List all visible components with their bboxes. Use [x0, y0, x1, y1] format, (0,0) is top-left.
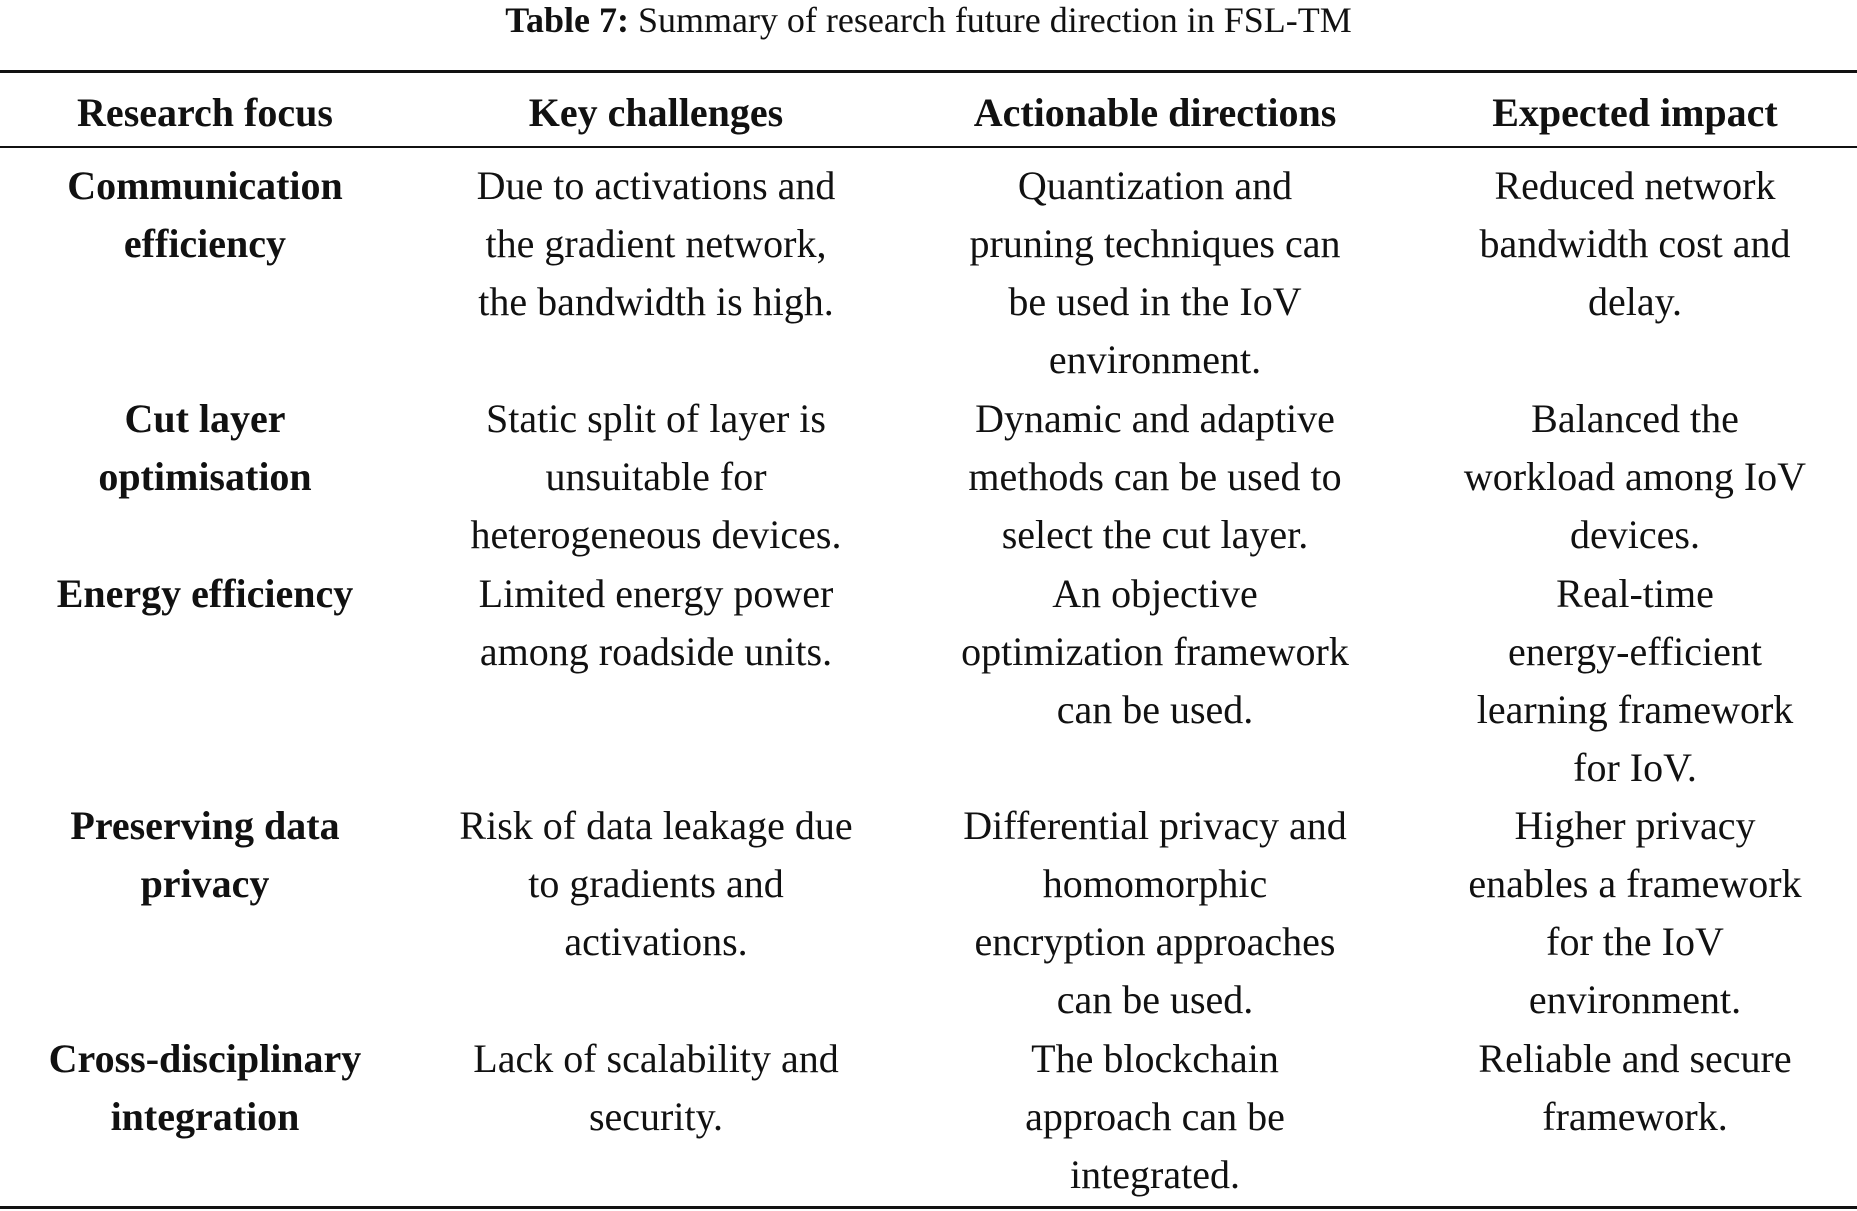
- cell-line: encryption approaches: [974, 919, 1336, 964]
- cell-line: security.: [588, 1094, 724, 1139]
- cell-line: delay.: [1587, 279, 1683, 324]
- cell-line: Higher privacy: [1514, 803, 1756, 848]
- cell-line: efficiency: [123, 221, 287, 266]
- cell-expected-impact: Reduced network bandwidth cost and delay…: [1425, 157, 1845, 331]
- cell-actionable-directions: An objective optimization framework can …: [920, 565, 1390, 739]
- cell-line: for the IoV: [1546, 919, 1724, 964]
- cell-line: privacy: [140, 861, 270, 906]
- table-bottom-rule: [0, 1206, 1857, 1209]
- cell-line: be used in the IoV: [1008, 279, 1302, 324]
- cell-line: pruning techniques can: [969, 221, 1341, 266]
- cell-line: Preserving data: [70, 803, 340, 848]
- cell-expected-impact: Real-time energy-efficient learning fram…: [1425, 565, 1845, 797]
- table-caption-text: Summary of research future direction in …: [637, 0, 1352, 40]
- cell-line: activations.: [564, 919, 748, 964]
- cell-key-challenges: Static split of layer is unsuitable for …: [435, 390, 877, 564]
- cell-line: Risk of data leakage due: [459, 803, 853, 848]
- cell-line: integration: [110, 1094, 300, 1139]
- table-top-rule: [0, 70, 1857, 73]
- cell-actionable-directions: Dynamic and adaptive methods can be used…: [920, 390, 1390, 564]
- cell-line: devices.: [1570, 512, 1700, 557]
- cell-line: to gradients and: [528, 861, 784, 906]
- cell-line: for IoV.: [1573, 745, 1697, 790]
- cell-line: select the cut layer.: [1001, 512, 1309, 557]
- cell-line: integrated.: [1070, 1152, 1240, 1197]
- cell-expected-impact: Balanced the workload among IoV devices.: [1425, 390, 1845, 564]
- cell-line: energy-efficient: [1508, 629, 1762, 674]
- cell-research-focus: Preserving data privacy: [10, 797, 400, 913]
- cell-expected-impact: Higher privacy enables a framework for t…: [1425, 797, 1845, 1029]
- cell-key-challenges: Due to activations and the gradient netw…: [435, 157, 877, 331]
- header-research-focus: Research focus: [77, 90, 333, 135]
- cell-line: Quantization and: [1017, 163, 1293, 208]
- cell-actionable-directions: Differential privacy and homomorphic enc…: [920, 797, 1390, 1029]
- cell-line: Real-time: [1556, 571, 1714, 616]
- cell-line: enables a framework: [1468, 861, 1802, 906]
- cell-line: framework.: [1542, 1094, 1728, 1139]
- header-actionable-directions: Actionable directions: [973, 90, 1337, 135]
- cell-line: workload among IoV: [1463, 454, 1807, 499]
- cell-line: environment.: [1528, 977, 1742, 1022]
- cell-key-challenges: Lack of scalability and security.: [435, 1030, 877, 1146]
- cell-line: methods can be used to: [968, 454, 1342, 499]
- table-caption-label: Table 7:: [505, 0, 629, 40]
- cell-line: An objective: [1052, 571, 1258, 616]
- cell-line: Differential privacy and: [963, 803, 1347, 848]
- cell-actionable-directions: The blockchain approach can be integrate…: [920, 1030, 1390, 1204]
- cell-line: Dynamic and adaptive: [975, 396, 1335, 441]
- cell-line: optimization framework: [961, 629, 1349, 674]
- cell-line: Reliable and secure: [1478, 1036, 1792, 1081]
- cell-line: Balanced the: [1531, 396, 1739, 441]
- cell-line: Reduced network: [1494, 163, 1776, 208]
- cell-line: among roadside units.: [479, 629, 833, 674]
- cell-line: Communication: [67, 163, 343, 208]
- cell-line: learning framework: [1476, 687, 1794, 732]
- cell-line: heterogeneous devices.: [470, 512, 842, 557]
- header-key-challenges: Key challenges: [528, 90, 784, 135]
- cell-line: Cut layer: [124, 396, 286, 441]
- cell-line: Due to activations and: [476, 163, 836, 208]
- cell-line: Lack of scalability and: [473, 1036, 839, 1081]
- cell-line: Limited energy power: [478, 571, 834, 616]
- cell-line: homomorphic: [1042, 861, 1268, 906]
- table-caption: Table 7: Summary of research future dire…: [0, 0, 1857, 40]
- cell-line: environment.: [1048, 337, 1262, 382]
- cell-line: approach can be: [1025, 1094, 1285, 1139]
- cell-line: Cross-disciplinary: [48, 1036, 362, 1081]
- cell-line: the bandwidth is high.: [478, 279, 834, 324]
- cell-research-focus: Cross-disciplinary integration: [10, 1030, 400, 1146]
- cell-line: the gradient network,: [485, 221, 827, 266]
- cell-key-challenges: Risk of data leakage due to gradients an…: [435, 797, 877, 971]
- cell-line: unsuitable for: [545, 454, 767, 499]
- cell-research-focus: Communication efficiency: [10, 157, 400, 273]
- cell-line: can be used.: [1056, 977, 1254, 1022]
- cell-expected-impact: Reliable and secure framework.: [1425, 1030, 1845, 1146]
- table-header-row: Research focus Key challenges Actionable…: [0, 80, 1857, 144]
- table-header-rule: [0, 146, 1857, 148]
- cell-line: Static split of layer is: [486, 396, 826, 441]
- cell-research-focus: Cut layer optimisation: [10, 390, 400, 506]
- cell-actionable-directions: Quantization and pruning techniques can …: [920, 157, 1390, 389]
- cell-line: can be used.: [1056, 687, 1254, 732]
- header-expected-impact: Expected impact: [1492, 90, 1778, 135]
- cell-research-focus: Energy efficiency: [10, 565, 400, 623]
- cell-key-challenges: Limited energy power among roadside unit…: [435, 565, 877, 681]
- cell-line: optimisation: [98, 454, 312, 499]
- cell-line: The blockchain: [1031, 1036, 1279, 1081]
- cell-line: Energy efficiency: [56, 571, 354, 616]
- cell-line: bandwidth cost and: [1479, 221, 1791, 266]
